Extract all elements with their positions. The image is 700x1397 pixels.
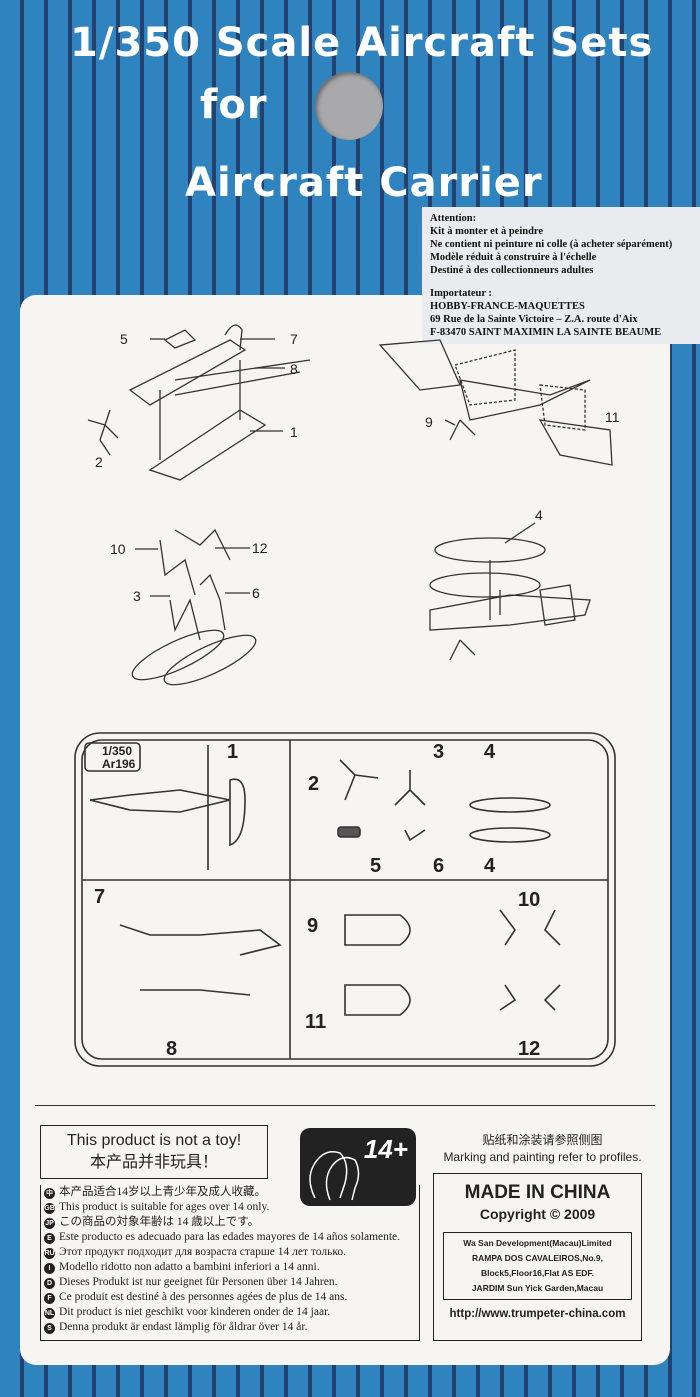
address-line: Wa San Development(Macau)Limited (463, 1238, 612, 1248)
callout: 3 (133, 588, 141, 604)
marking-zh: 贴纸和涂装请参照侧图 (482, 1133, 603, 1147)
callout: 7 (290, 331, 298, 347)
warning-line: GB This product is suitable for ages over… (44, 1200, 419, 1215)
not-a-toy-zh: 本产品并非玩具！ (89, 1154, 218, 1171)
assembly-step-1: 5 7 8 1 2 (87, 324, 311, 481)
sticker-line: Attention: (430, 213, 477, 224)
warning-line: JP この商品の対象年齢は 14 歳以上です。 (44, 1215, 419, 1230)
warning-text: この商品の対象年齢は 14 歳以上です。 (59, 1216, 260, 1228)
warning-text: Dieses Produkt ist nur geeignet für Pers… (59, 1276, 338, 1288)
part-number: 3 (433, 741, 444, 763)
sticker-line: Modèle réduit à construire à l'échelle (430, 252, 597, 263)
faces-icon (309, 1151, 360, 1201)
warning-text: Этот продукт подходит для возраста старш… (59, 1246, 346, 1258)
manufacturer-box: MADE IN CHINA Copyright © 2009 Wa San De… (433, 1173, 642, 1341)
language-icon: S (44, 1323, 55, 1334)
made-in-china: MADE IN CHINA (464, 1182, 611, 1203)
part-number: 8 (166, 1038, 177, 1060)
warning-line: I Modello ridotto non adatto a bambini in… (44, 1260, 419, 1275)
part-number: 4 (484, 741, 496, 763)
part-number: 1 (227, 741, 238, 763)
title-line-3: Aircraft Carrier (185, 160, 543, 206)
part-number: 6 (433, 855, 444, 877)
language-icon: NL (44, 1308, 55, 1319)
warning-line: NL Dit product is niet geschikt voor kind… (44, 1305, 419, 1320)
warning-line: D Dieses Produkt ist nur geeignet für Per… (44, 1275, 419, 1290)
callout: 11 (605, 409, 620, 425)
sprue-frame: 1/350 Ar196 (74, 732, 616, 1067)
age-warnings: 中本产品适合14岁以上青少年及成人收藏。 GB This product is s… (40, 1185, 420, 1341)
age-badge: 14+ (300, 1128, 416, 1206)
part-number: 2 (308, 773, 319, 795)
part-number: 4 (484, 855, 496, 877)
assembly-step-2: 9 11 (378, 339, 620, 466)
part-number: 7 (94, 886, 105, 908)
assembly-step-3: 4 (429, 507, 591, 661)
warning-text: This product is suitable for ages over 1… (59, 1201, 270, 1213)
warning-line: F Ce produit est destiné à des personnes … (44, 1290, 419, 1305)
language-icon: RU (44, 1248, 55, 1259)
callout: 4 (535, 507, 543, 523)
language-icon: E (44, 1233, 55, 1244)
divider (35, 1105, 655, 1106)
language-icon: F (44, 1293, 55, 1304)
sticker-line: Kit à monter et à peindre (430, 226, 544, 237)
hang-hole (315, 72, 383, 140)
age-label: 14+ (363, 1134, 408, 1164)
callout: 6 (252, 585, 260, 601)
address-line: RAMPA DOS CAVALEIROS,No.9, (472, 1253, 603, 1263)
title-line-2: for (200, 82, 268, 128)
sticker-line: Destiné à des collectionneurs adultes (430, 265, 594, 276)
sticker-line: F-83470 SAINT MAXIMIN LA SAINTE BEAUME (430, 327, 662, 338)
callout: 12 (252, 540, 268, 556)
warning-text: Dit product is niet geschikt voor kinder… (59, 1306, 331, 1318)
not-a-toy-en: This product is not a toy! (66, 1132, 242, 1149)
callout: 9 (425, 414, 433, 430)
warning-text: Modello ridotto non adatto a bambini inf… (59, 1261, 320, 1273)
not-a-toy-box: This product is not a toy! 本产品并非玩具！ (40, 1125, 268, 1179)
part-number: 10 (518, 889, 540, 911)
marking-note: 贴纸和涂装请参照侧图 Marking and painting refer to… (430, 1132, 655, 1166)
manufacturer-address: Wa San Development(Macau)Limited RAMPA D… (443, 1232, 632, 1300)
copyright: Copyright © 2009 (479, 1206, 596, 1222)
warning-line: E Este producto es adecuado para las edad… (44, 1230, 419, 1245)
warning-text: Denna produkt är endast lämplig för åldr… (59, 1321, 308, 1333)
language-icon: D (44, 1278, 55, 1289)
warning-line: S Denna produkt är endast lämplig för åld… (44, 1320, 419, 1335)
assembly-step-4: 10 12 3 6 (110, 528, 268, 686)
sprue-model: Ar196 (102, 757, 136, 771)
website-link[interactable]: http://www.trumpeter-china.com (449, 1308, 626, 1320)
part-number: 9 (307, 915, 318, 937)
language-icon: 中 (44, 1188, 55, 1199)
sticker-line: HOBBY-FRANCE-MAQUETTES (430, 301, 585, 312)
marking-en: Marking and painting refer to profiles. (443, 1150, 642, 1164)
callout: 1 (290, 424, 298, 440)
warning-text: Este producto es adecuado para las edade… (59, 1231, 401, 1243)
assembly-diagrams: 5 7 8 1 2 9 11 4 10 12 3 6 1/350 Ar196 1… (74, 324, 620, 1067)
part-number: 12 (518, 1038, 540, 1060)
callout: 10 (110, 541, 126, 557)
warning-text: Ce produit est destiné à des personnes a… (59, 1291, 348, 1303)
callout: 5 (120, 331, 128, 347)
warning-text: 本产品适合14岁以上青少年及成人收藏。 (59, 1186, 266, 1198)
warning-line: RU Этот продукт подходит для возраста ста… (44, 1245, 419, 1260)
sticker-line: Ne contient ni peinture ni colle (à ache… (430, 239, 673, 250)
sticker-line: Importateur : (430, 288, 492, 299)
warning-line: 中本产品适合14岁以上青少年及成人收藏。 (44, 1185, 419, 1200)
importer-sticker: Attention: Kit à monter et à peindre Ne … (422, 207, 700, 344)
address-line: JARDIM Sun Yick Garden,Macau (471, 1283, 604, 1293)
sprue-scale: 1/350 (102, 744, 132, 758)
language-icon: I (44, 1263, 55, 1274)
address-line: Block5,Floor16,Flat AS EDF. (480, 1268, 595, 1278)
part-number: 5 (370, 855, 381, 877)
part-number: 11 (305, 1011, 326, 1033)
title-line-1: 1/350 Scale Aircraft Sets (70, 20, 654, 66)
sticker-line: 69 Rue de la Sainte Victoire – Z.A. rout… (430, 314, 638, 325)
callout: 2 (95, 454, 103, 470)
sprue-part-numbers: 1 2 3 4 4 5 6 7 8 9 10 11 12 (94, 741, 540, 1060)
language-icon: JP (44, 1218, 55, 1229)
language-icon: GB (44, 1203, 55, 1214)
callout: 8 (290, 361, 298, 377)
